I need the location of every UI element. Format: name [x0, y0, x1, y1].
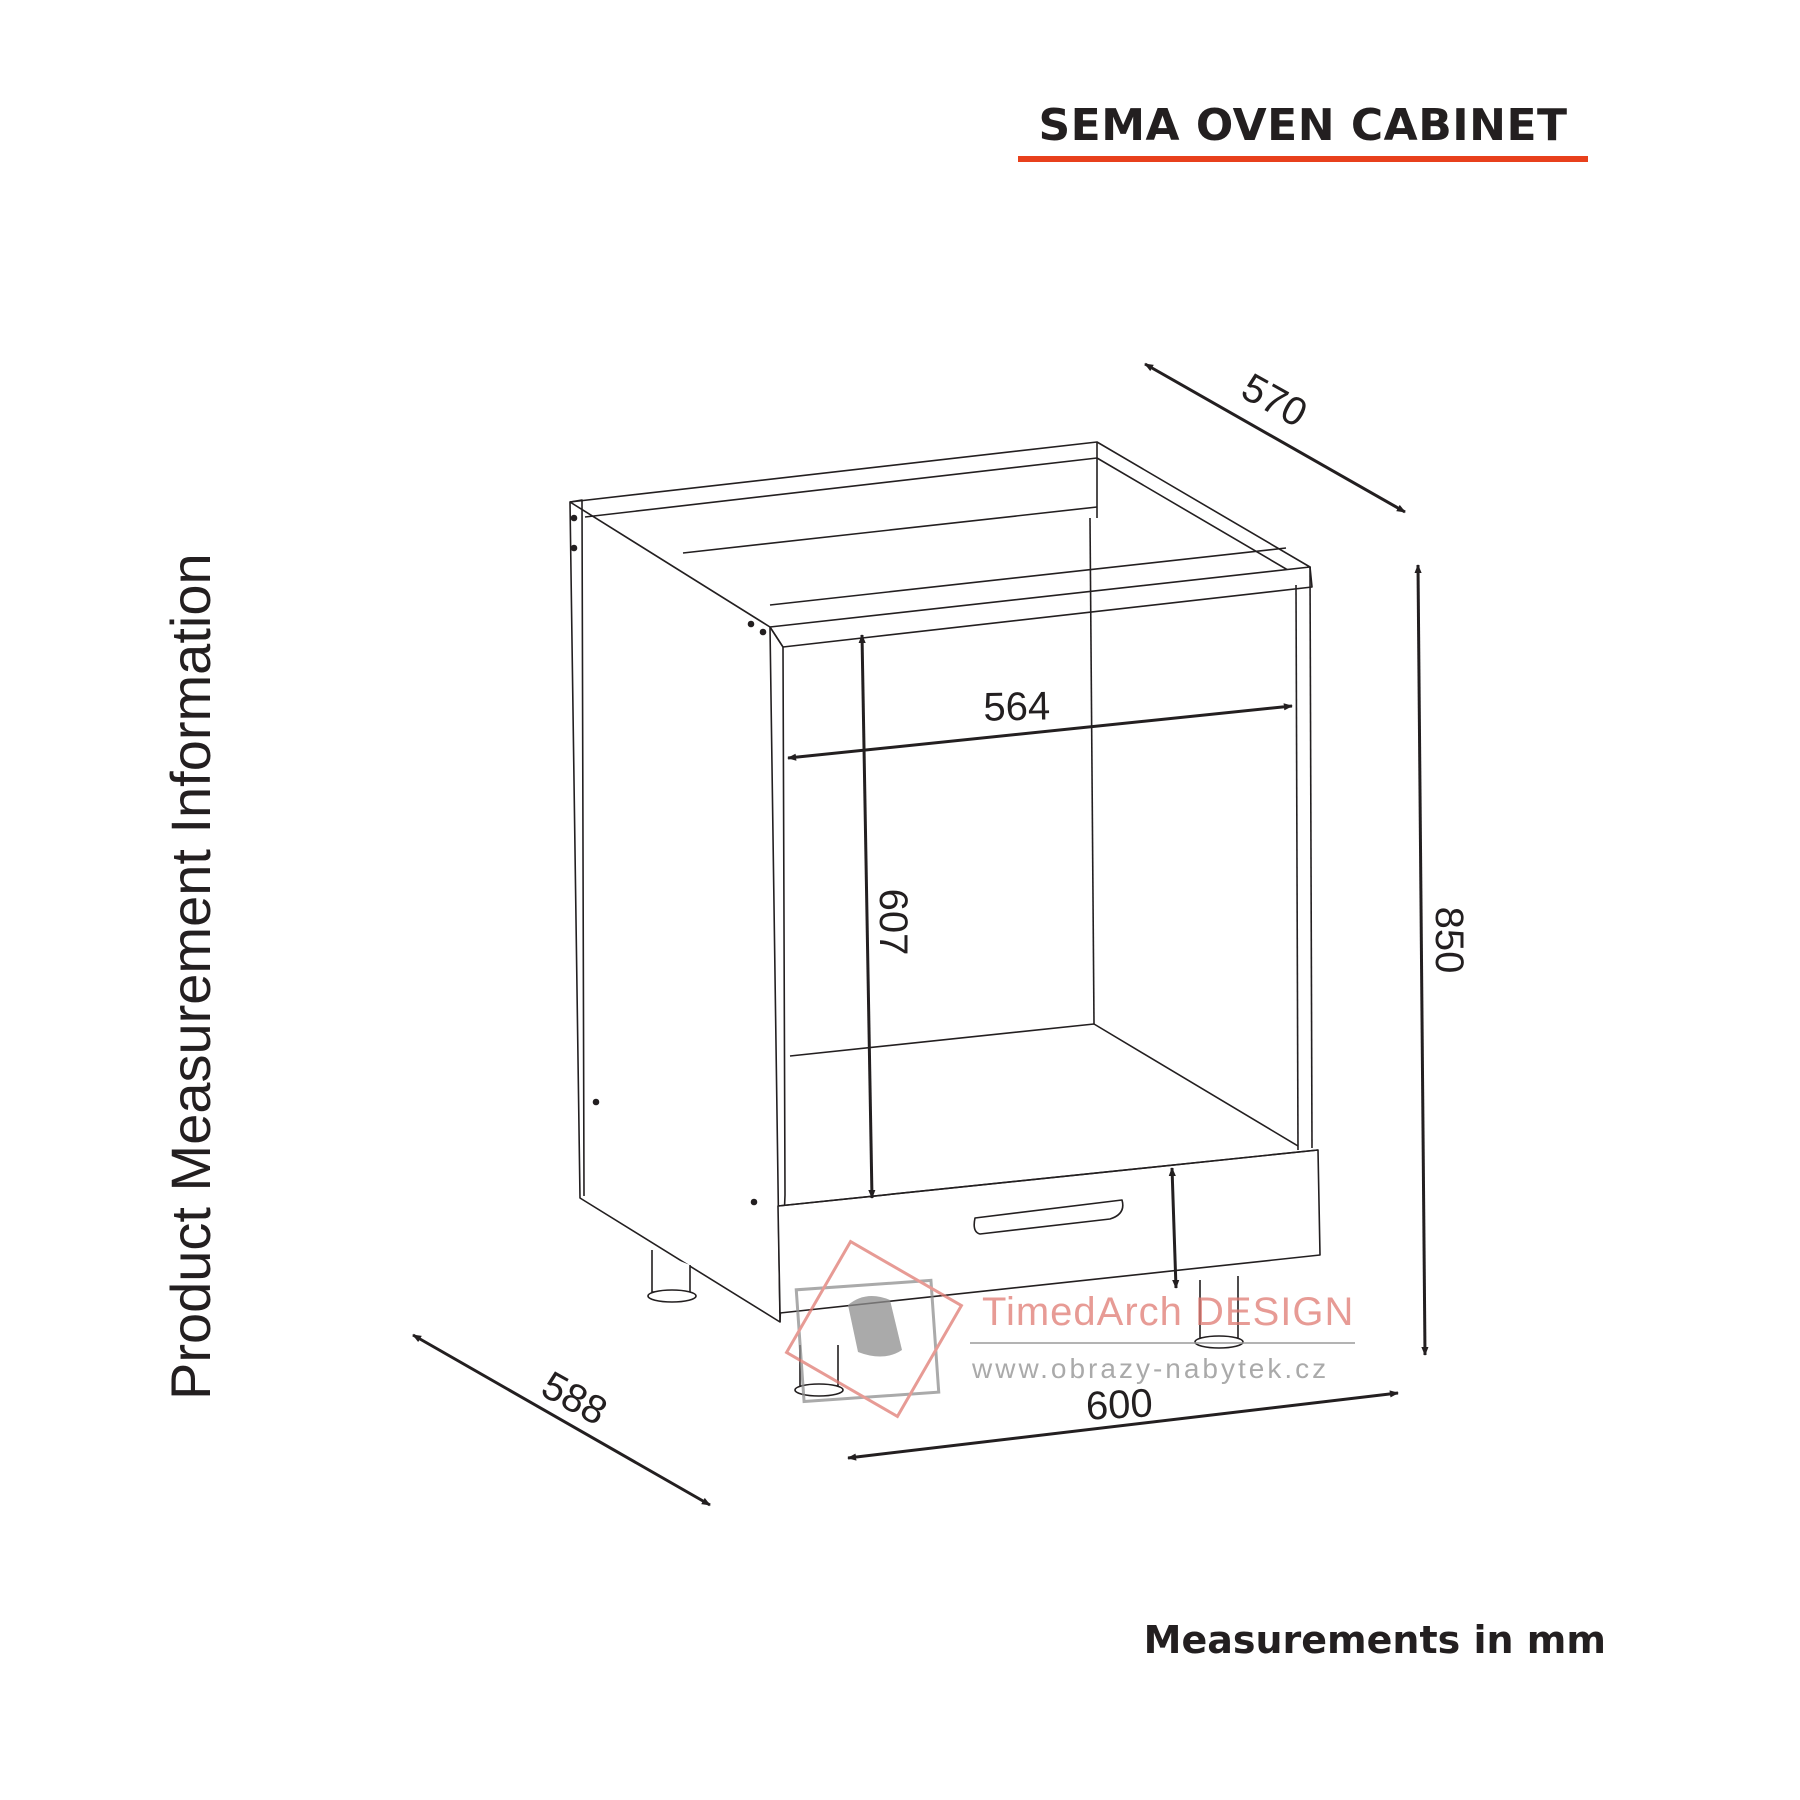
dimension-lines [412, 362, 1429, 1507]
front-top-rail [769, 566, 1313, 648]
dim-label-850: 850 [1427, 907, 1471, 974]
dim-line-607 [858, 634, 876, 1199]
cabinet-legs [647, 1250, 1244, 1397]
dim-line-570 [1144, 362, 1406, 514]
dim-line-588 [412, 1333, 711, 1507]
watermark-frame-gray [794, 1278, 941, 1404]
dim-label-607: 607 [871, 889, 915, 956]
title-underline [1018, 156, 1588, 162]
drawer-handle [973, 1199, 1124, 1235]
top-rear-rail [569, 441, 1311, 584]
dim-label-588: 588 [534, 1363, 614, 1434]
dim-label-600: 600 [1085, 1381, 1154, 1428]
diagram-title: SEMA OVEN CABINET [1038, 100, 1568, 151]
watermark-url: www.obrazy-nabytek.cz [971, 1353, 1329, 1384]
chair-icon [848, 1296, 902, 1357]
dim-line-600 [847, 1390, 1399, 1461]
dim-label-570: 570 [1234, 365, 1314, 436]
units-note: Measurements in mm [1143, 1618, 1606, 1662]
dim-line-drawer [1168, 1167, 1180, 1289]
dim-label-564: 564 [983, 684, 1051, 729]
cabinet-outline [569, 441, 1321, 1397]
dim-line-850 [1414, 564, 1429, 1356]
oven-shelf [789, 1023, 1299, 1147]
watermark-brand: TimedArch DESIGN [982, 1290, 1354, 1334]
watermark: TimedArch DESIGN www.obrazy-nabytek.cz [784, 1239, 1355, 1419]
watermark-frame-red [784, 1239, 964, 1419]
